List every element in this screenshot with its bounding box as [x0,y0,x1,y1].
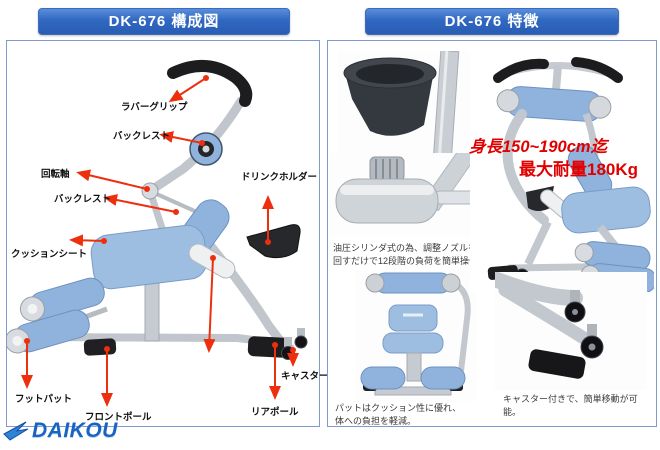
machine-diagram-illustration [7,59,308,407]
label-rear-pole: リアポール [251,407,299,418]
label-front-pole: フロントポール [85,412,152,423]
label-drink-holder: ドリンクホルダー [241,172,318,183]
spec-max-load: 最大耐量180Kg [519,160,639,179]
spec-height-range: 身長150~190cm迄 [469,138,608,156]
composition-header: DK-676 構成図 [38,8,290,35]
cylinder-caption: 油圧シリンダ式の為、調整ノズルを 回すだけで12段階の負荷を簡単操作。 [333,243,488,266]
daikou-logo: DAIKOU [2,419,118,443]
label-backrest-lower: バックレスト [54,194,112,205]
pads-caption: パットはクッション性に優れ、 体への負担を軽減。 [335,403,462,426]
features-panel: ドリンクホルダーがついており、 ラクに水分補給が可能。 油圧シリンダ式の為、調整… [327,40,657,427]
product-photo [470,52,654,292]
label-rubber-grip: ラバーグリップ [121,102,188,113]
rubber-grip-part [167,59,253,107]
callout-arrows [21,75,299,407]
composition-panel: ラバーグリップ バックレスト 回転軸 バックレスト ドリンクホルダー クッション… [6,40,329,427]
caster-photo [495,272,647,390]
pads-photo [355,271,477,401]
features-header: DK-676 特徴 [365,8,619,35]
label-backrest-upper: バックレスト [113,131,171,142]
logo-swoosh-icon [3,421,29,441]
label-caster: キャスター [281,371,329,382]
logo-text: DAIKOU [32,419,118,442]
label-foot-pad: フットパット [15,394,73,405]
rotation-axis-part [141,182,159,200]
label-rotation-axis: 回転軸 [41,169,70,180]
label-cushion-seat: クッションシート [11,249,88,260]
drink-holder-photo [338,51,478,161]
cylinder-photo [330,153,480,237]
caster-caption: キャスター付きで、簡単移動が可能。 [503,394,638,417]
